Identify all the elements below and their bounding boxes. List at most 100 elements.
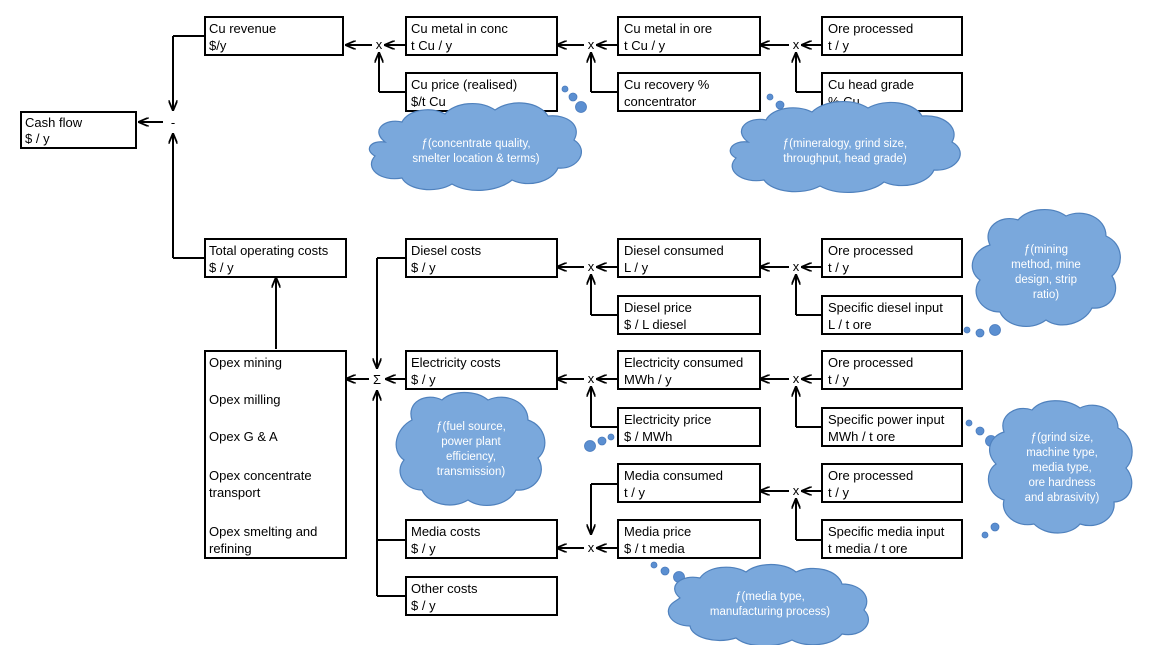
box-cash-flow: Cash flow $ / y [20, 111, 137, 149]
box-ore-processed-1: Ore processed t / y [821, 16, 963, 56]
box-total-opex-unit: $ / y [209, 260, 234, 275]
cloud-fuel-bubble-1 [607, 433, 615, 441]
cloud-mineralogy: ƒ(mineralogy, grind size, throughput, he… [729, 93, 961, 193]
box-cu-recovery: Cu recovery % concentrator [617, 72, 761, 112]
box-specific-power: Specific power input MWh / t ore [821, 407, 963, 447]
multiply-operator-media-input: x [793, 483, 800, 498]
cloud-media-bubble-2 [660, 566, 670, 576]
cloud-media-bubble-1 [650, 561, 658, 569]
box-electricity-price-title: Electricity price [624, 412, 711, 427]
multiply-operator-cu-recovery: x [588, 37, 595, 52]
box-other-costs-title: Other costs [411, 581, 478, 596]
cloud-fuel-shape [395, 391, 546, 507]
cloud-grind-bubble-1 [965, 419, 973, 427]
multiply-operator-power-input: x [793, 371, 800, 386]
cloud-fuel-line-4: transmission) [437, 466, 506, 478]
multiply-operator-cu-price: x [376, 37, 383, 52]
box-electricity-price: Electricity price $ / MWh [617, 407, 761, 447]
opex-item-refining: refining [209, 541, 252, 556]
cloud-fuel-bubble-3 [584, 440, 596, 452]
cloud-mining-bubble-2 [975, 328, 985, 338]
box-specific-power-title: Specific power input [828, 412, 945, 427]
box-specific-power-unit: MWh / t ore [828, 429, 895, 444]
cloud-mining-line-3: design, strip [1015, 274, 1077, 286]
box-cu-metal-conc-unit: t Cu / y [411, 38, 453, 53]
cloud-mining-line-1: ƒ(mining [1024, 244, 1068, 256]
cloud-mineralogy-shape [729, 101, 961, 193]
box-other-costs: Other costs $ / y [405, 576, 558, 616]
cloud-grind-line-1: ƒ(grind size, [1031, 432, 1094, 444]
box-ore-processed-1-title: Ore processed [828, 21, 913, 36]
box-diesel-costs-title: Diesel costs [411, 243, 482, 258]
box-electricity-costs-title: Electricity costs [411, 355, 501, 370]
box-specific-diesel: Specific diesel input L / t ore [821, 295, 963, 335]
box-media-price: Media price $ / t media [617, 519, 761, 559]
box-diesel-price-title: Diesel price [624, 300, 692, 315]
box-cu-revenue-unit: $/y [209, 38, 227, 53]
box-cu-metal-conc-title: Cu metal in conc [411, 21, 508, 36]
box-total-opex-title: Total operating costs [209, 243, 329, 258]
cloud-concentrate-line-2: smelter location & terms) [412, 153, 539, 165]
box-ore-processed-2-title: Ore processed [828, 243, 913, 258]
multiply-operator-cu-grade: x [793, 37, 800, 52]
multiply-operator-media-price: x [588, 540, 595, 555]
box-cu-head-grade-title: Cu head grade [828, 77, 914, 92]
opex-item-transport: transport [209, 485, 261, 500]
box-media-costs-unit: $ / y [411, 541, 436, 556]
multiply-operator-diesel-input: x [793, 259, 800, 274]
minus-operator: - [171, 115, 175, 130]
opex-item-g-and-a: Opex G & A [209, 429, 278, 444]
multiply-operator-diesel-price: x [588, 259, 595, 274]
cloud-fuel-line-3: efficiency, [446, 451, 496, 463]
box-electricity-consumed-title: Electricity consumed [624, 355, 743, 370]
opex-item-concentrate: Opex concentrate [209, 468, 312, 483]
cloud-concentrate-line-1: ƒ(concentrate quality, [421, 138, 530, 150]
box-cu-recovery-unit: concentrator [624, 94, 697, 109]
box-ore-processed-2-unit: t / y [828, 260, 849, 275]
box-media-price-title: Media price [624, 524, 691, 539]
cloud-fuel-line-1: ƒ(fuel source, [436, 421, 506, 433]
box-diesel-costs-unit: $ / y [411, 260, 436, 275]
sum-operator: Σ [373, 372, 381, 387]
box-media-costs-title: Media costs [411, 524, 481, 539]
opex-item-smelting: Opex smelting and [209, 524, 317, 539]
cloud-fuel-bubble-2 [597, 436, 607, 446]
box-electricity-consumed: Electricity consumed MWh / y [617, 350, 761, 390]
cloud-mining-bubble-1 [963, 326, 971, 334]
box-diesel-costs: Diesel costs $ / y [405, 238, 558, 278]
box-electricity-costs: Electricity costs $ / y [405, 350, 558, 390]
cloud-fuel-line-2: power plant [441, 436, 501, 448]
cloud-mining: ƒ(mining method, mine design, strip rati… [963, 209, 1121, 338]
cloud-concentrate-shape [368, 102, 582, 191]
box-ore-processed-2: Ore processed t / y [821, 238, 963, 278]
opex-item-mining: Opex mining [209, 355, 282, 370]
cloud-media-line-2: manufacturing process) [710, 606, 830, 618]
box-cu-metal-ore-unit: t Cu / y [624, 38, 666, 53]
box-diesel-price: Diesel price $ / L diesel [617, 295, 761, 335]
box-diesel-consumed-unit: L / y [624, 260, 649, 275]
opex-item-milling: Opex milling [209, 392, 281, 407]
cloud-concentrate-bubble-2 [568, 92, 578, 102]
box-ore-processed-4-title: Ore processed [828, 468, 913, 483]
cloud-grind-bubble-5 [990, 522, 1000, 532]
box-electricity-consumed-unit: MWh / y [624, 372, 672, 387]
clouds: ƒ(concentrate quality, smelter location … [368, 85, 1133, 645]
box-media-consumed-title: Media consumed [624, 468, 723, 483]
box-ore-processed-3-title: Ore processed [828, 355, 913, 370]
cloud-concentrate: ƒ(concentrate quality, smelter location … [368, 85, 587, 191]
box-specific-media-unit: t media / t ore [828, 541, 907, 556]
box-cu-revenue-title: Cu revenue [209, 21, 276, 36]
box-diesel-price-unit: $ / L diesel [624, 317, 687, 332]
cloud-grind-line-4: ore hardness [1028, 477, 1095, 489]
box-media-consumed: Media consumed t / y [617, 463, 761, 503]
box-specific-diesel-unit: L / t ore [828, 317, 872, 332]
box-ore-processed-4: Ore processed t / y [821, 463, 963, 503]
box-cu-price-title: Cu price (realised) [411, 77, 517, 92]
box-cu-metal-ore-title: Cu metal in ore [624, 21, 712, 36]
box-media-consumed-unit: t / y [624, 485, 645, 500]
box-specific-diesel-title: Specific diesel input [828, 300, 943, 315]
box-ore-processed-3: Ore processed t / y [821, 350, 963, 390]
box-specific-media-title: Specific media input [828, 524, 945, 539]
box-ore-processed-1-unit: t / y [828, 38, 849, 53]
